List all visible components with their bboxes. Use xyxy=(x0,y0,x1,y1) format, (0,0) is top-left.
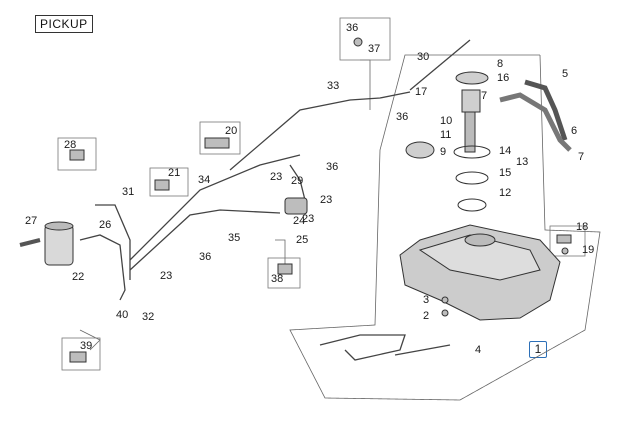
part-label: 3 xyxy=(423,294,429,306)
clip-39 xyxy=(69,351,87,363)
part-label: 12 xyxy=(499,187,511,199)
fastener-19 xyxy=(561,247,569,255)
part-label: 24 xyxy=(293,215,305,227)
part-label: 18 xyxy=(576,221,588,233)
box-18-19 xyxy=(549,225,586,257)
part-label: 26 xyxy=(99,219,111,231)
clip-20 xyxy=(204,137,230,149)
part-label: 7 xyxy=(578,151,584,163)
hose-5 xyxy=(524,79,568,141)
part-label: 5 xyxy=(562,68,568,80)
part-label: 20 xyxy=(225,125,237,137)
pipe-31 xyxy=(95,204,131,280)
part-label: 9 xyxy=(440,146,446,158)
canister-27 xyxy=(44,221,74,266)
part-label: 23 xyxy=(320,194,332,206)
fastener-36-top xyxy=(353,37,363,47)
part-label: 10 xyxy=(440,115,452,127)
pipe-27 xyxy=(19,238,41,247)
group-connector-37 xyxy=(360,59,371,110)
part-label: 23 xyxy=(302,213,314,225)
part-label: 19 xyxy=(582,244,594,256)
part-label: 21 xyxy=(168,167,180,179)
pipe-26 xyxy=(79,234,126,301)
part-label: 28 xyxy=(64,139,76,151)
pipe-30 xyxy=(409,39,471,91)
fuel-pump-module xyxy=(405,71,491,212)
part-label: 29 xyxy=(291,175,303,187)
group-connector-38 xyxy=(275,239,286,265)
box-38 xyxy=(267,257,301,289)
purge-valve-24 xyxy=(284,197,308,215)
part-label: 34 xyxy=(198,174,210,186)
part-label: 16 xyxy=(497,72,509,84)
fastener-3 xyxy=(441,296,449,304)
part-label: 23 xyxy=(270,171,282,183)
part-label: 32 xyxy=(142,311,154,323)
pipe-4 xyxy=(319,334,406,361)
bracket-18 xyxy=(556,234,572,244)
part-label: 38 xyxy=(271,273,283,285)
pipe-34 xyxy=(129,154,301,261)
box-20 xyxy=(199,121,241,155)
part-label: 22 xyxy=(72,271,84,283)
part-label: 35 xyxy=(228,232,240,244)
pickup-label: PICKUP xyxy=(35,15,93,33)
part-label: 15 xyxy=(499,167,511,179)
part-label: 36 xyxy=(199,251,211,263)
part-label: 2 xyxy=(423,310,429,322)
part-label: 37 xyxy=(368,43,380,55)
part-label: 13 xyxy=(516,156,528,168)
box-36-37 xyxy=(339,17,391,61)
box-28 xyxy=(57,137,97,171)
part-number-labels: 2345677891011121314151617181920212223232… xyxy=(25,22,594,356)
part-label: 33 xyxy=(327,80,339,92)
part-label: 30 xyxy=(417,51,429,63)
clip-28 xyxy=(69,149,85,161)
box-39 xyxy=(61,337,101,371)
part-label: 31 xyxy=(122,186,134,198)
part-label: 23 xyxy=(160,270,172,282)
pipe-4b xyxy=(394,344,451,356)
part-label: 4 xyxy=(475,344,481,356)
part-label: 40 xyxy=(116,309,128,321)
hose-6 xyxy=(499,92,572,152)
box-21 xyxy=(149,167,189,197)
part-label: 36 xyxy=(396,111,408,123)
part-label: 25 xyxy=(296,234,308,246)
part-label: 7 xyxy=(481,90,487,102)
pipe-35 xyxy=(129,209,281,271)
pipe-29 xyxy=(289,164,306,201)
clip-21 xyxy=(154,179,170,191)
clip-38 xyxy=(277,263,293,275)
tank-group-outline xyxy=(289,54,601,401)
part-label: 36 xyxy=(346,22,358,34)
part-label: 27 xyxy=(25,215,37,227)
part-label: 11 xyxy=(440,129,451,141)
part-label: 6 xyxy=(571,125,577,137)
fastener-2 xyxy=(441,309,449,317)
pipe-33 xyxy=(229,91,411,171)
part-label: 36 xyxy=(326,161,338,173)
part-label: 17 xyxy=(415,86,427,98)
fuel-tank xyxy=(399,224,561,321)
part-label: 8 xyxy=(497,58,503,70)
part-label: 14 xyxy=(499,145,511,157)
part-label: 39 xyxy=(80,340,92,352)
